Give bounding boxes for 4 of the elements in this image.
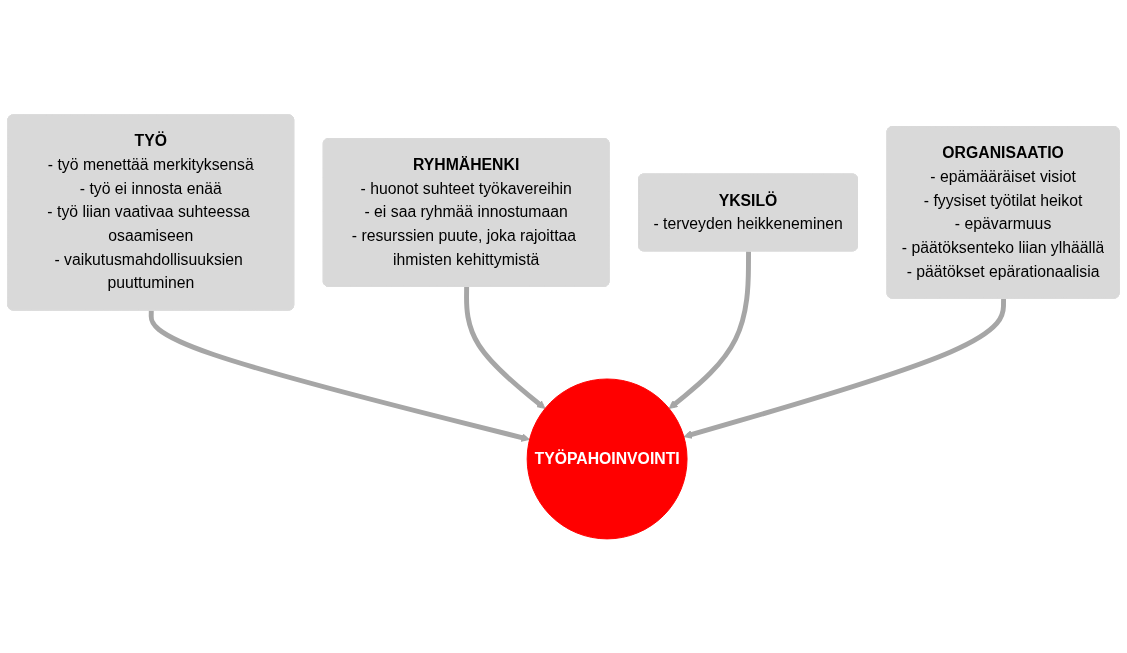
arrow (683, 298, 1007, 439)
arrow (668, 250, 751, 409)
node-circle: TYÖPAHOINVOINTI (526, 378, 688, 539)
arrow (464, 286, 546, 409)
